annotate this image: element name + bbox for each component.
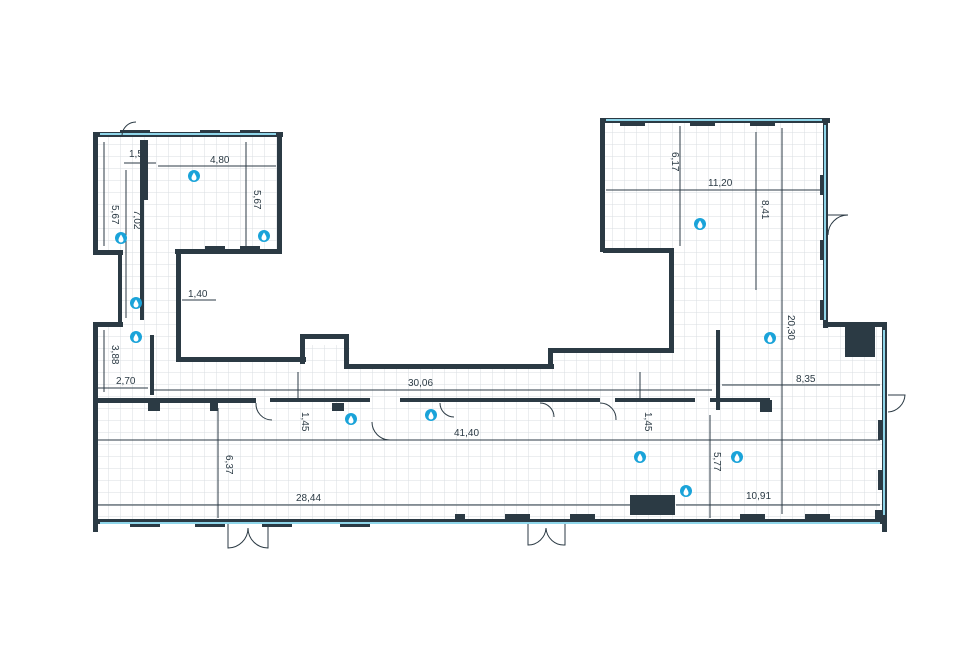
- dimension-label: 5,77: [711, 452, 722, 472]
- water-drop-icon: [115, 232, 127, 244]
- water-drop-icon: [258, 230, 270, 242]
- dimension-label: 2,70: [116, 376, 136, 387]
- door-arc: [827, 214, 849, 236]
- door-arc: [539, 402, 555, 418]
- door-arc: [247, 524, 269, 549]
- dimension-label: 5,67: [251, 190, 262, 210]
- dimension-lines: [98, 126, 880, 518]
- water-drop-icon: [764, 332, 776, 344]
- water-drop-icon: [188, 170, 200, 182]
- dimension-label: 30,06: [408, 378, 433, 389]
- dimension-label: 1,50: [129, 149, 149, 160]
- dimension-label: 7,02: [131, 210, 142, 230]
- water-drop-icon: [345, 413, 357, 425]
- dimension-label: 1,45: [642, 412, 653, 432]
- dimension-label: 6,17: [669, 152, 680, 172]
- dimension-label: 1,40: [188, 289, 208, 300]
- door-arc: [545, 524, 566, 546]
- dimension-label: 4,80: [210, 155, 230, 166]
- dimension-label: 5,67: [109, 205, 120, 225]
- door-arc: [227, 524, 249, 549]
- dimension-label: 28,44: [296, 493, 321, 504]
- dimension-labels: 1,50 4,80 5,67 5,67 7,02 1,40 3,88 2,70 …: [109, 149, 816, 504]
- door-arc: [887, 394, 906, 413]
- dimension-label: 8,41: [759, 200, 770, 220]
- dimension-label: 20,30: [785, 315, 796, 340]
- floor-grid: [95, 120, 884, 520]
- water-drop-icon: [425, 409, 437, 421]
- water-drop-icon: [694, 218, 706, 230]
- dimension-label: 1,45: [299, 412, 310, 432]
- windows: [100, 119, 885, 524]
- door-arc: [527, 524, 547, 546]
- water-drop-icon: [130, 297, 142, 309]
- dimension-label: 3,88: [109, 345, 120, 365]
- door-arc: [439, 402, 455, 418]
- water-markers: [115, 170, 776, 497]
- water-drop-icon: [680, 485, 692, 497]
- water-drop-icon: [130, 331, 142, 343]
- dimension-label: 11,20: [708, 178, 733, 189]
- water-drop-icon: [731, 451, 743, 463]
- water-drop-icon: [634, 451, 646, 463]
- walls: [93, 118, 887, 532]
- dimension-label: 6,37: [223, 455, 234, 475]
- dimension-label: 8,35: [796, 374, 816, 385]
- dimension-label: 41,40: [454, 428, 479, 439]
- door-arc: [255, 402, 273, 421]
- dimension-label: 10,91: [746, 491, 771, 502]
- door-arc: [599, 402, 617, 421]
- door-arc: [121, 121, 137, 137]
